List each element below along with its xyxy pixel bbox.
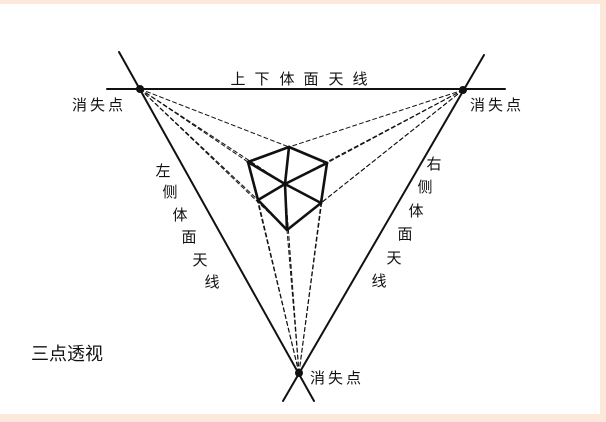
vanishing-point-left-label: 消失点 [72, 96, 127, 114]
construction-line-bottom [286, 229, 300, 374]
cube-edge [283, 182, 323, 205]
right-line-label-char: 面 [397, 225, 412, 243]
construction-line-right [286, 89, 464, 231]
right-horizon-line [282, 54, 485, 402]
left-line-label-char: 线 [204, 273, 219, 291]
cube-edge [246, 145, 291, 164]
vanishing-point-right-dot [459, 86, 467, 94]
right-line-label-char: 侧 [417, 178, 432, 196]
vanishing-point-bottom-label: 消失点 [310, 369, 365, 387]
vanishing-point-left-dot [136, 85, 144, 93]
cube-edge [283, 145, 291, 186]
construction-line-right [288, 89, 464, 148]
construction-line-left [139, 88, 249, 163]
left-line-label-char: 天 [192, 251, 207, 269]
left-line-label-char: 侧 [162, 183, 177, 201]
vanishing-point-right-label: 消失点 [470, 96, 525, 114]
construction-line-left [139, 88, 259, 201]
right-line-label-char: 天 [386, 249, 401, 267]
top-line-label-char: 下 [254, 70, 269, 88]
cube-edge [256, 198, 289, 232]
diagram-canvas [0, 4, 600, 414]
left-line-label-char: 面 [181, 228, 196, 246]
diagram-title: 三点透视 [31, 344, 103, 365]
left-horizon-line [118, 51, 315, 402]
right-line-label-char: 右 [426, 155, 441, 173]
top-line-label-char: 上 [230, 70, 245, 88]
top-line-label-char: 体 [279, 70, 294, 88]
construction-line-bottom [257, 199, 300, 374]
cube-edge [246, 160, 260, 202]
right-line-label-char: 线 [371, 272, 386, 290]
cube-edge [256, 182, 287, 202]
cube-edge [283, 161, 329, 186]
top-line-label-char: 面 [303, 70, 318, 88]
top-line-label-char: 天 [328, 70, 343, 88]
construction-line-right [326, 89, 464, 164]
cube-edge [283, 182, 289, 232]
cube-edge [287, 145, 329, 165]
cube-edge [246, 160, 287, 186]
construction-line-left [139, 88, 290, 148]
cube-edge [285, 201, 323, 232]
left-line-label-char: 左 [155, 162, 170, 180]
right-line-label-char: 体 [408, 202, 423, 220]
vanishing-point-bottom-dot [295, 369, 303, 377]
left-line-label-char: 体 [172, 206, 187, 224]
cube-edge [319, 161, 329, 205]
top-line-label-char: 线 [352, 70, 367, 88]
